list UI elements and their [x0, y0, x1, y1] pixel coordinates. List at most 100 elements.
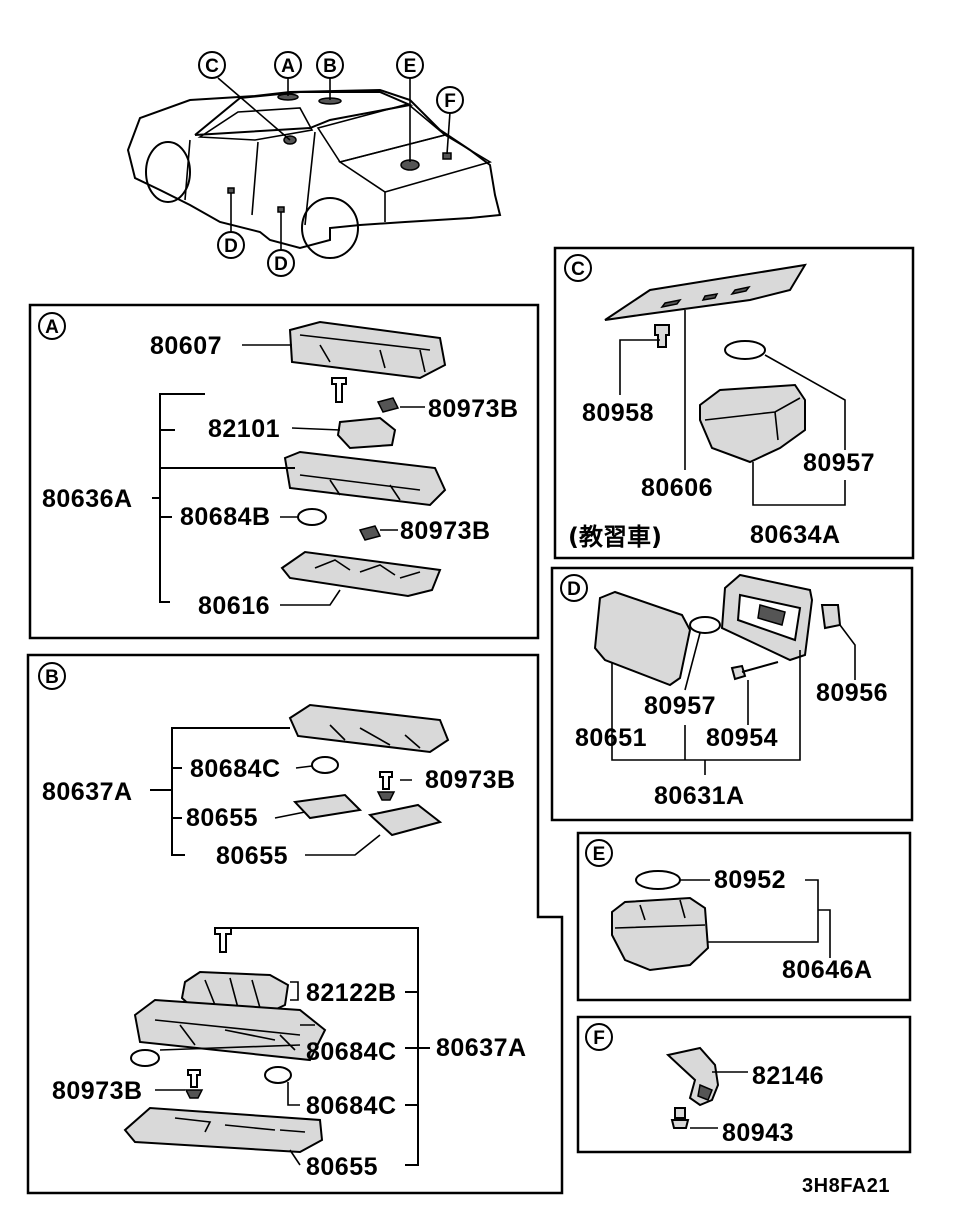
- section-e: E 80952 80646A: [576, 831, 912, 1002]
- svg-text:A: A: [281, 56, 295, 77]
- svg-text:F: F: [593, 1028, 605, 1049]
- section-b-leaders-upper: [274, 765, 412, 856]
- screw-80973b-b1-drawing: [379, 771, 393, 790]
- part-82122b: 82122B: [306, 979, 397, 1007]
- car-side-window: [197, 107, 314, 141]
- section-b-label: B: [38, 662, 66, 690]
- part-82101: 82101: [208, 415, 280, 443]
- part-80646a: 80646A: [782, 956, 873, 984]
- section-e-label: E: [585, 839, 613, 867]
- svg-text:B: B: [45, 667, 59, 688]
- lens-80655-1-drawing: [292, 793, 363, 820]
- car-marker-f: F: [436, 86, 464, 114]
- bulb-80684b-drawing: [297, 508, 327, 526]
- section-c-frame: [553, 246, 915, 560]
- section-b-leaders-lower: [155, 981, 315, 1166]
- svg-text:C: C: [205, 56, 219, 77]
- leader-f: [446, 111, 451, 155]
- part-82146: 82146: [752, 1062, 824, 1090]
- lamp-spot-d2: [277, 206, 285, 213]
- lamp-80646a-detail: [614, 899, 706, 929]
- bulb-80957-c-drawing: [724, 340, 766, 360]
- section-e-leaders: [680, 879, 831, 958]
- lens-80616-detail: [314, 559, 421, 579]
- bracket-80606-drawing: [604, 263, 807, 321]
- part-80637a-b2: 80637A: [436, 1034, 527, 1062]
- part-80684c-b2: 80684C: [306, 1038, 397, 1066]
- section-b-frame: [26, 653, 564, 1195]
- part-80973b-b2: 80973B: [52, 1077, 143, 1105]
- screw-80973b-b1-head: [376, 791, 396, 801]
- car-body-outline: [126, 88, 502, 250]
- svg-text:F: F: [444, 91, 456, 112]
- diagram-code: 3H8FA21: [802, 1175, 890, 1197]
- section-c: C 80958 80957 80606 (教習車) 80634A: [553, 246, 915, 560]
- lamp-80634a-detail: [704, 397, 801, 441]
- bulb-80684c-3-drawing: [264, 1066, 292, 1084]
- part-80616: 80616: [198, 592, 270, 620]
- car-doors: [184, 131, 316, 226]
- svg-text:D: D: [224, 236, 238, 257]
- section-c-note: (教習車): [568, 523, 662, 551]
- screw-80943-drawing: [670, 1107, 690, 1129]
- part-80684c-b3: 80684C: [306, 1092, 397, 1120]
- part-80943: 80943: [722, 1119, 794, 1147]
- svg-text:E: E: [593, 844, 606, 865]
- lamp-housing-b1-detail: [329, 724, 421, 749]
- section-a-label: A: [38, 312, 66, 340]
- section-e-frame: [576, 831, 912, 1002]
- part-80973b-a2: 80973B: [400, 517, 491, 545]
- section-f-leaders: [690, 1071, 748, 1129]
- part-80952: 80952: [714, 866, 786, 894]
- part-80954: 80954: [706, 724, 778, 752]
- lamp-housing-a-detail: [299, 474, 421, 501]
- screw-80958-drawing: [654, 324, 670, 348]
- svg-text:A: A: [45, 317, 59, 338]
- section-a: A 80607 82101 80973B 80636A 80684B 80973…: [28, 303, 540, 640]
- svg-text:B: B: [323, 56, 337, 77]
- lens-80655-3-detail: [174, 1117, 306, 1133]
- part-80655-b1: 80655: [186, 804, 258, 832]
- leader-c: [217, 77, 291, 141]
- section-b-bracket-lower: [228, 927, 430, 1166]
- bulb-80684c-1-drawing: [311, 756, 339, 774]
- lens-80655-3-drawing: [123, 1106, 324, 1154]
- lamp-housing-b2-detail: [154, 1019, 301, 1051]
- screw-80954-drawing: [730, 661, 779, 681]
- svg-text:E: E: [404, 56, 417, 77]
- part-80606: 80606: [641, 474, 713, 502]
- section-d: D 80957 80956 80651 80954 80631A: [550, 566, 914, 822]
- screw-80973b-1-drawing: [376, 397, 400, 413]
- car-marker-d2: D: [267, 249, 295, 277]
- screw-80973b-b2-drawing: [187, 1069, 201, 1088]
- lamp-housing-b2-drawing: [133, 998, 327, 1062]
- part-80957-c: 80957: [803, 449, 875, 477]
- car-marker-d1: D: [217, 231, 245, 259]
- screw-b-top-drawing: [214, 927, 232, 953]
- part-80684b: 80684B: [180, 503, 271, 531]
- section-d-label: D: [560, 574, 588, 602]
- svg-text:D: D: [274, 254, 288, 275]
- bulb-80684c-2-drawing: [130, 1049, 160, 1067]
- lamp-80634a-drawing: [699, 383, 806, 464]
- switch-82101-drawing: [336, 416, 397, 450]
- bracket-82146-drawing: [665, 1046, 720, 1107]
- lamp-spot-d1: [227, 187, 235, 194]
- part-80956: 80956: [816, 679, 888, 707]
- part-80958: 80958: [582, 399, 654, 427]
- housing-80631a-contact: [757, 604, 786, 626]
- section-b: B 80637A 80684C 80973B 80655 80655 82: [26, 653, 564, 1195]
- car-marker-b: B: [316, 51, 344, 79]
- car-overview: C A B E F D D: [126, 51, 502, 277]
- car-rear-wheel: [301, 197, 359, 259]
- screw-80973b-2-drawing: [358, 525, 382, 541]
- part-80973b-a1: 80973B: [428, 395, 519, 423]
- car-roof: [194, 91, 414, 136]
- section-f-label: F: [585, 1023, 613, 1051]
- car-front-wheel: [145, 141, 191, 203]
- screw-80607-drawing: [331, 377, 347, 403]
- lens-80655-2-drawing: [367, 803, 443, 837]
- lens-80651-drawing: [593, 590, 692, 687]
- part-80651: 80651: [575, 724, 647, 752]
